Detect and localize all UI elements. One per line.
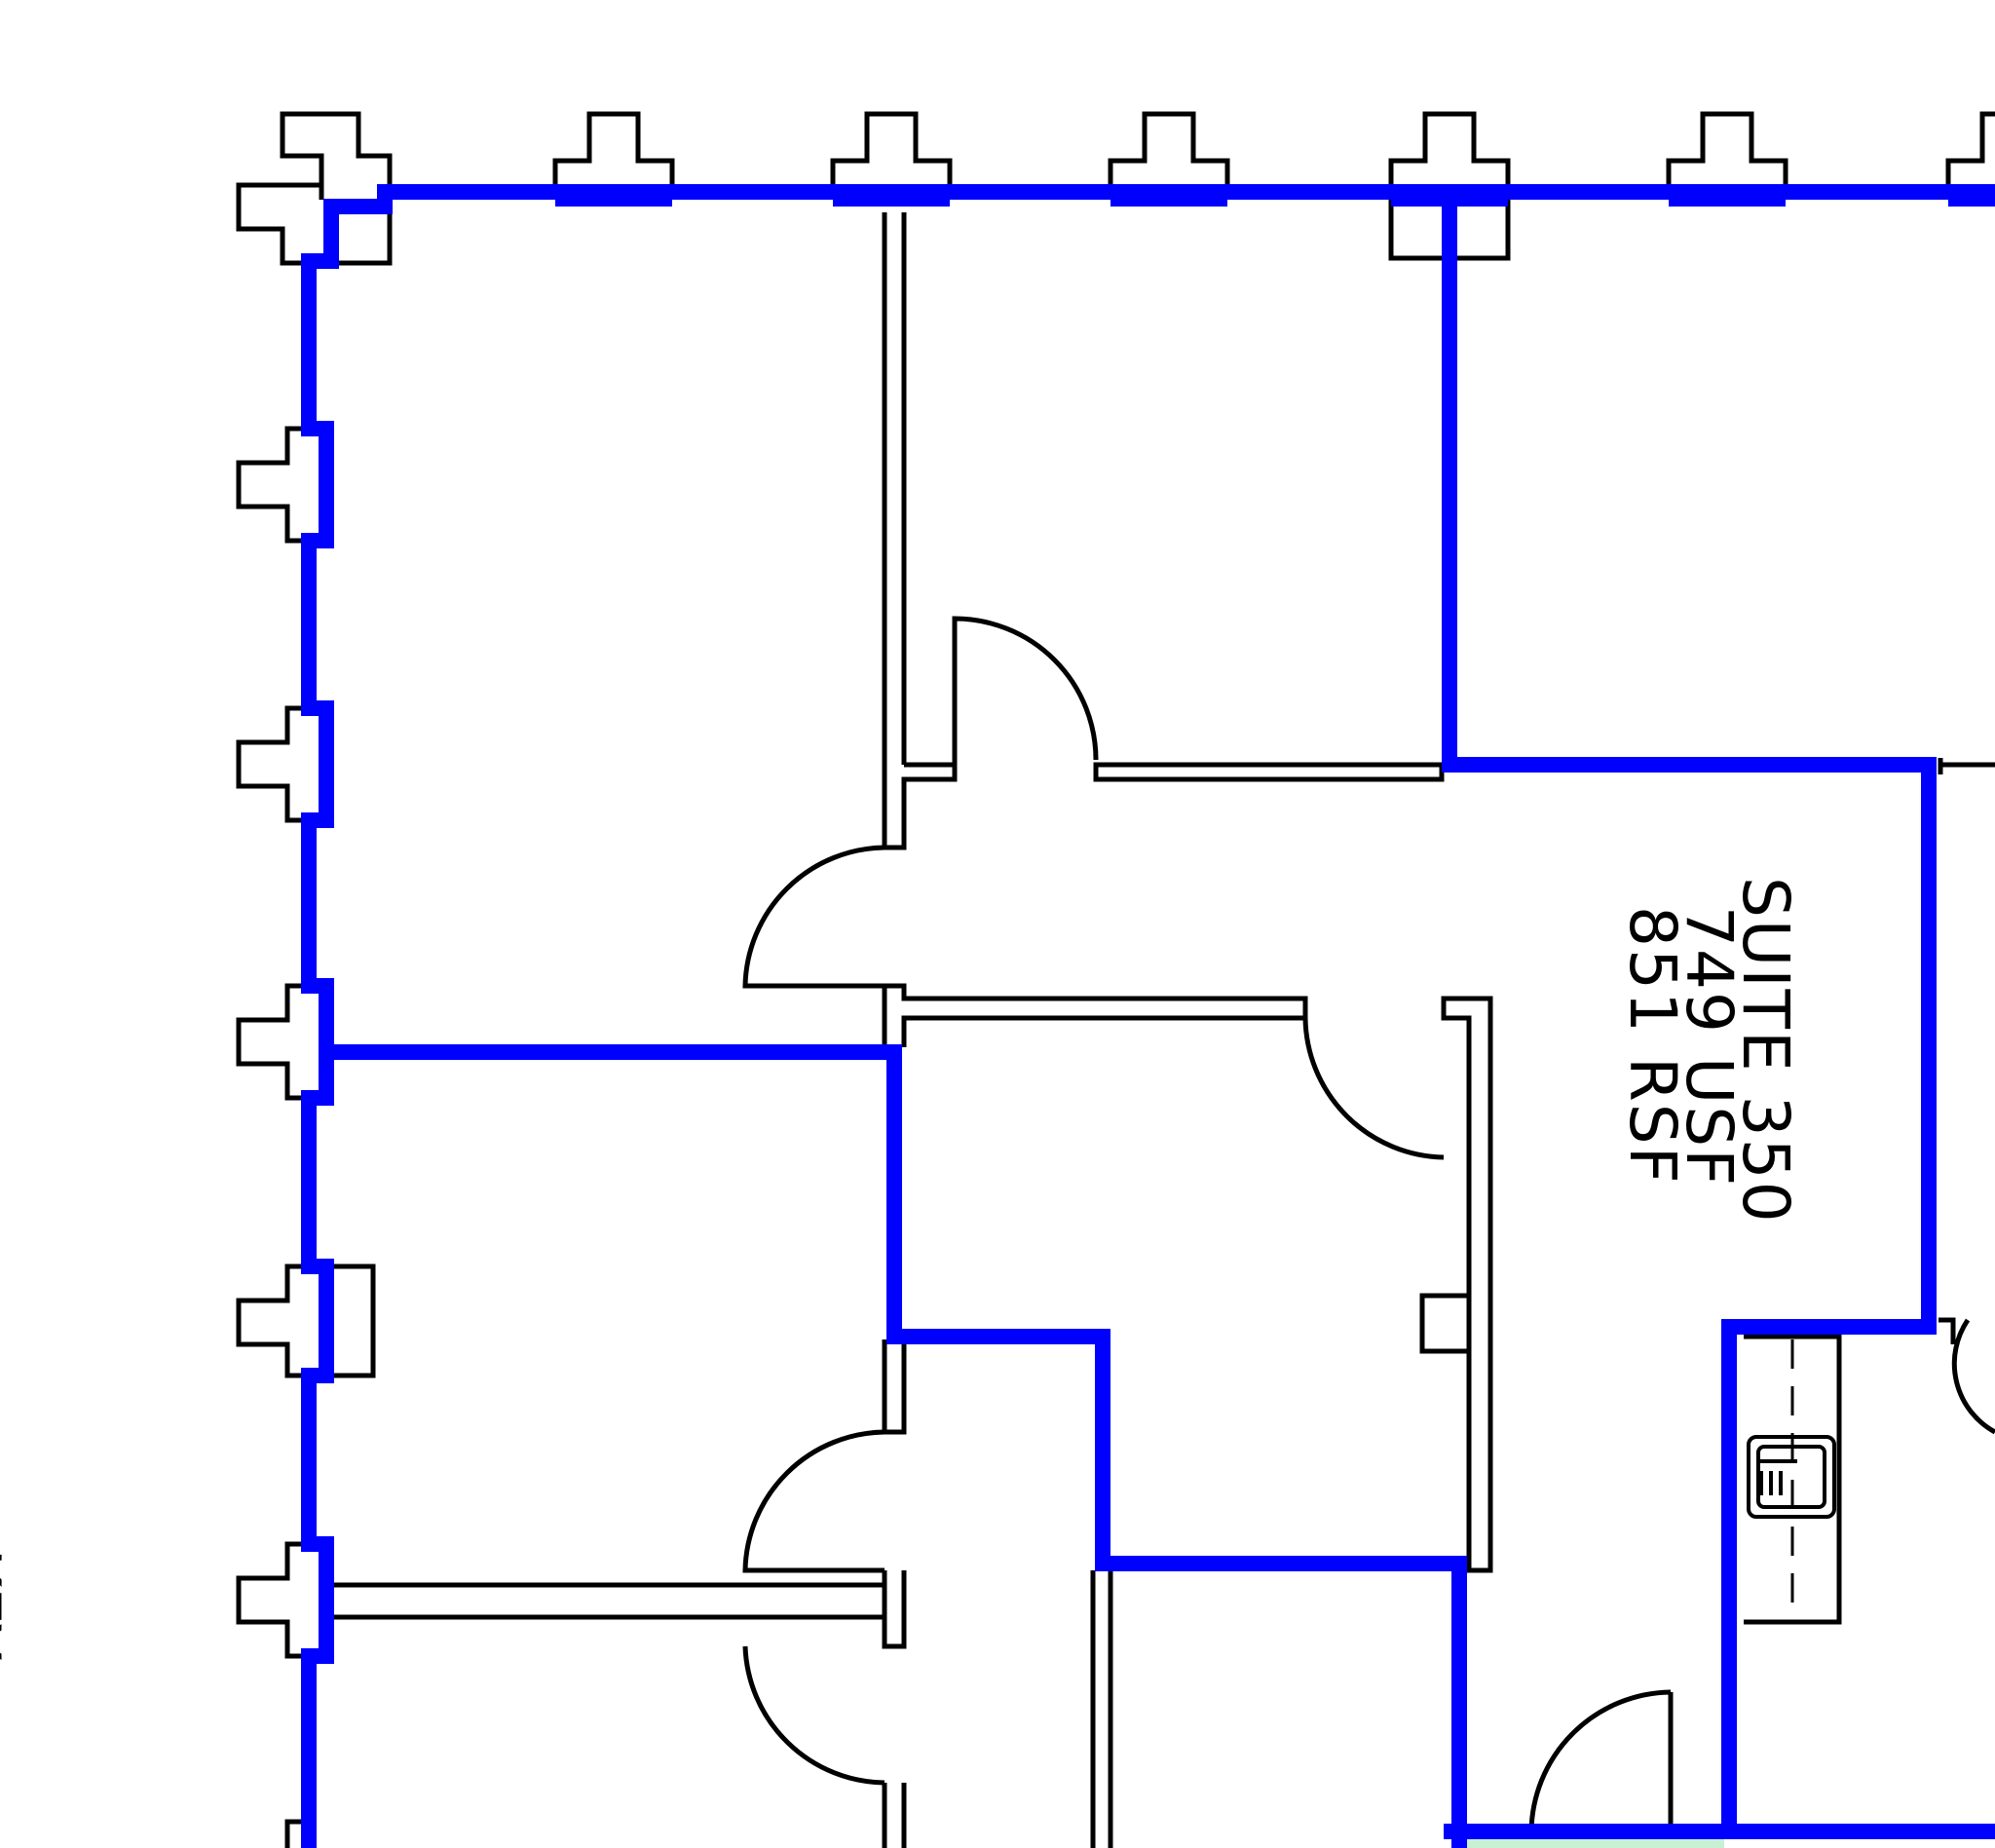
door-swings bbox=[742, 616, 1995, 1832]
column-corner bbox=[236, 111, 393, 266]
sink-faucet bbox=[1758, 1459, 1797, 1495]
sink-basin-inner bbox=[1756, 1445, 1826, 1509]
column-pilasters-top bbox=[236, 111, 1995, 266]
door-swing bbox=[742, 1429, 885, 1573]
demising-walls bbox=[301, 184, 1995, 1848]
partition-wall bbox=[1441, 996, 1493, 1573]
partition-wall bbox=[1939, 1317, 1956, 1344]
demising-wall bbox=[319, 1044, 1467, 1848]
door-swing bbox=[952, 616, 1099, 779]
column-pilaster bbox=[1666, 111, 1788, 200]
column-pilaster bbox=[236, 426, 307, 544]
column-pilaster bbox=[830, 111, 953, 200]
partition-wall bbox=[885, 762, 958, 850]
door-swing bbox=[742, 1645, 885, 1786]
column-pilaster bbox=[236, 983, 307, 1101]
demising-wall bbox=[1442, 199, 1937, 1839]
door-swing bbox=[1302, 1017, 1445, 1160]
column-pilaster bbox=[236, 705, 307, 823]
sink-basin-outer bbox=[1747, 1435, 1836, 1519]
suite-rsf: 851 RSF bbox=[1615, 906, 1690, 1186]
partition-wall bbox=[882, 1339, 907, 1848]
column-pilaster bbox=[552, 111, 675, 200]
partition-wall bbox=[882, 212, 907, 848]
key-label: KEY bbox=[0, 1549, 13, 1660]
partition-wall bbox=[1419, 1293, 1469, 1354]
partition-wall bbox=[1938, 758, 1995, 774]
partition-walls bbox=[331, 212, 1995, 1848]
door-swing bbox=[1951, 1318, 1995, 1435]
partition-wall bbox=[882, 983, 1308, 1047]
suite-label: SUITE 350 749 USF 851 RSF bbox=[1615, 877, 1803, 1225]
door-swing bbox=[742, 845, 885, 989]
column-pilasters-left bbox=[236, 426, 376, 1848]
partition-wall bbox=[331, 1582, 907, 1649]
exterior-wall-corner bbox=[301, 184, 393, 436]
suite-name: SUITE 350 bbox=[1728, 877, 1803, 1225]
partition-wall bbox=[1090, 1570, 1113, 1848]
column-pilaster bbox=[236, 1541, 307, 1659]
sink-icon bbox=[1747, 1435, 1836, 1519]
door-swing bbox=[1528, 1689, 1674, 1832]
column-pilaster bbox=[1945, 111, 1995, 200]
suite-usf: 749 USF bbox=[1672, 906, 1747, 1188]
column-pilaster bbox=[1108, 111, 1230, 200]
exterior-wall-left bbox=[301, 421, 334, 1848]
column-pilaster bbox=[236, 1263, 376, 1378]
column-pilaster bbox=[284, 1819, 307, 1848]
key-text: KEY bbox=[0, 1549, 13, 1660]
partition-wall bbox=[1093, 762, 1445, 782]
